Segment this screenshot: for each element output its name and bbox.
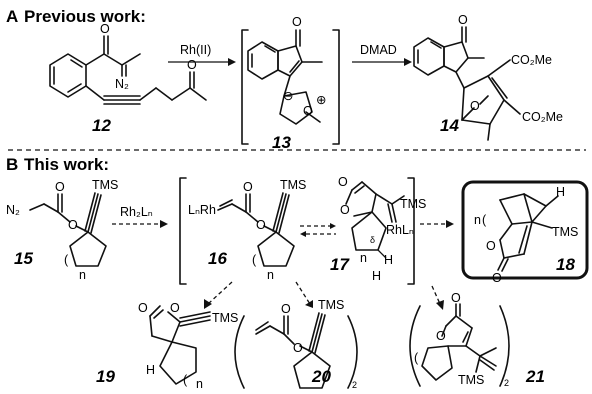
compound-17-ring-o: O — [340, 203, 350, 217]
compound-17-structure — [345, 181, 405, 259]
section-a-letter: A — [6, 7, 18, 26]
compound-15-tms: TMS — [92, 178, 118, 192]
compound-15-ester-o: O — [68, 218, 78, 232]
compound-20-label: 20 — [311, 367, 331, 386]
compound-20-structure — [255, 312, 331, 389]
compound-15-n: n — [79, 268, 86, 282]
compound-15-label: 15 — [14, 249, 33, 268]
compound-20-paren-left — [234, 315, 245, 389]
compound-18-ring-o: O — [486, 239, 496, 253]
compound-19-structure — [149, 305, 211, 385]
compound-19-n: n — [196, 377, 203, 391]
reagent-rh-ii: Rh(II) — [180, 43, 211, 57]
compound-18-carbonyl-o: O — [492, 271, 502, 285]
arrow-to-19 — [207, 281, 233, 305]
compound-17-h1: H — [384, 253, 393, 267]
compound-21-paren-left — [409, 305, 421, 387]
section-a-title: Previous work: — [24, 7, 146, 26]
compound-18-h: H — [556, 185, 565, 199]
compound-15-structure — [29, 192, 107, 267]
compound-17-h2: H — [372, 269, 381, 283]
compound-17-delta: δ — [370, 235, 375, 245]
compound-16-label: 16 — [208, 249, 227, 268]
bracket-13-right — [332, 29, 340, 145]
compound-18-tms: TMS — [552, 225, 578, 239]
bracket-16-17-right — [407, 177, 415, 285]
compound-14-label: 14 — [440, 116, 459, 135]
compound-20-ester-o: O — [293, 341, 303, 355]
compound-13-structure — [247, 29, 323, 125]
compound-16-carbonyl-o: O — [243, 180, 253, 194]
compound-17-carbonyl-o: O — [338, 175, 348, 189]
compound-21-subscript: 2 — [504, 378, 509, 388]
compound-12-structure — [49, 35, 207, 105]
compound-18-structure — [497, 193, 559, 272]
compound-12-ketone-o2: O — [187, 58, 197, 72]
compound-16-ester-o: O — [256, 218, 266, 232]
compound-13-ring-o: O — [303, 104, 313, 118]
compound-19-paren: ( — [183, 373, 188, 387]
compound-14-ester-1: CO₂Me — [511, 53, 552, 67]
compound-13-plus: ⊕ — [316, 93, 326, 107]
compound-17-label: 17 — [330, 255, 350, 274]
compound-20-paren-right — [347, 315, 358, 389]
compound-13-minus: ⊖ — [283, 89, 293, 103]
compound-18-n: n — [474, 213, 481, 227]
compound-19-h: H — [146, 363, 155, 377]
reagent-rh2ln: Rh₂Lₙ — [120, 205, 153, 219]
compound-19-label: 19 — [96, 367, 115, 386]
compound-12-diazo: N₂ — [115, 77, 129, 91]
compound-12-ketone-o: O — [100, 22, 110, 36]
arrow-to-20 — [295, 281, 311, 305]
compound-17-n: n — [360, 251, 367, 265]
reagent-dmad: DMAD — [360, 43, 397, 57]
compound-16-lnrh: LₙRh — [188, 203, 216, 217]
compound-21-tms: TMS — [458, 373, 484, 387]
compound-16-tms: TMS — [280, 178, 306, 192]
compound-13-o: O — [292, 15, 302, 29]
compound-15-ring-paren: ( — [64, 253, 69, 267]
compound-21-label: 21 — [525, 367, 545, 386]
compound-16-ring-paren: ( — [252, 253, 257, 267]
compound-19-carbonyl-o: O — [138, 301, 148, 315]
compound-17-tms: TMS — [400, 197, 426, 211]
section-b-title: This work: — [24, 155, 109, 174]
compound-13-label: 13 — [272, 133, 291, 152]
compound-17-rhln: RhLₙ — [386, 223, 414, 237]
compound-12-label: 12 — [92, 116, 111, 135]
compound-21-paren: ( — [414, 351, 419, 365]
section-b-letter: B — [6, 155, 18, 174]
bracket-13-left — [241, 29, 249, 145]
compound-20-carbonyl-o: O — [281, 302, 291, 316]
compound-14-o: O — [458, 13, 468, 27]
compound-19-ring-o: O — [170, 301, 180, 315]
compound-14-bridge-o: O — [470, 99, 480, 113]
compound-21-structure — [421, 303, 497, 381]
compound-14-structure — [413, 26, 521, 141]
compound-19-tms: TMS — [212, 311, 238, 325]
arrow-to-21 — [431, 285, 441, 305]
compound-15-carbonyl-o: O — [55, 180, 65, 194]
compound-18-label: 18 — [556, 255, 575, 274]
compound-16-n: n — [267, 268, 274, 282]
compound-18-paren: ( — [482, 213, 487, 227]
compound-15-diazo: N₂ — [6, 203, 20, 217]
compound-16-structure — [217, 192, 295, 267]
compound-14-ester-2: CO₂Me — [522, 110, 563, 124]
compound-21-paren-right — [499, 305, 510, 387]
compound-21-ring-o: O — [436, 329, 446, 343]
compound-20-subscript: 2 — [352, 380, 357, 390]
bracket-16-17-left — [179, 177, 187, 285]
compound-20-tms: TMS — [318, 298, 344, 312]
compound-21-carbonyl-o: O — [451, 291, 461, 305]
